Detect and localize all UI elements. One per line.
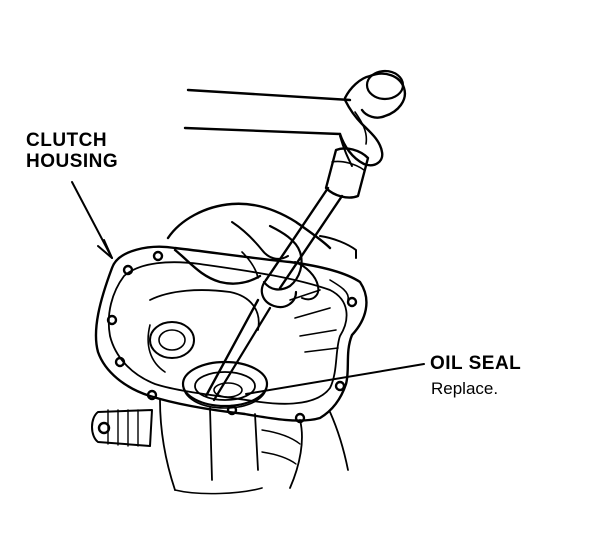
clutch-housing-label: CLUTCH HOUSING — [26, 130, 119, 173]
clutch-housing — [91, 245, 368, 495]
oil-seal-label: OIL SEAL — [430, 353, 522, 374]
drift-hand — [166, 202, 357, 301]
oil-seal-note: Replace. — [431, 379, 499, 398]
oil-seal — [181, 360, 269, 409]
clutch-housing-label-line1: CLUTCH — [26, 130, 108, 151]
drift-punch — [204, 147, 370, 402]
leader-lines — [71, 181, 425, 395]
hammer — [183, 69, 407, 167]
clutch-housing-label-line2: HOUSING — [26, 150, 119, 172]
